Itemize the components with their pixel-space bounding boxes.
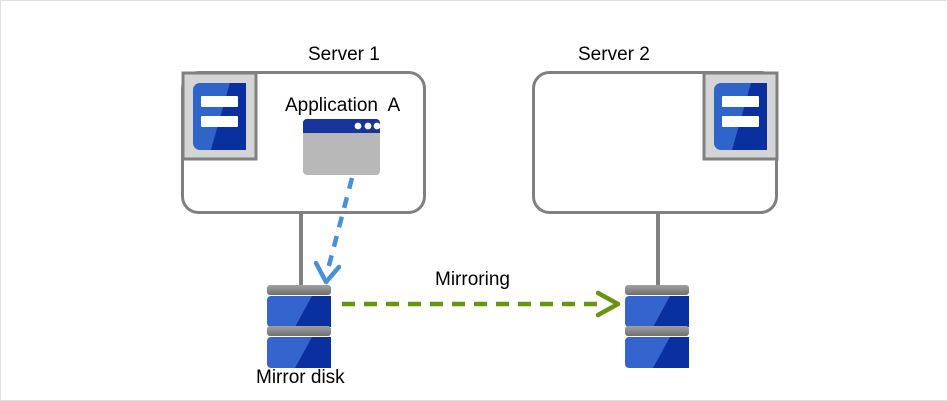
server2-title: Server 2 <box>578 44 650 65</box>
server1-machine-icon <box>181 71 258 161</box>
disk-icon-2[interactable] <box>625 285 689 368</box>
disk-icon-1[interactable] <box>267 285 331 368</box>
server2-machine-icon <box>702 71 779 161</box>
application-a-label: Application A <box>285 95 401 116</box>
application-window-icon <box>303 119 381 175</box>
window-dot-1 <box>354 122 362 130</box>
window-dot-2 <box>364 122 372 130</box>
mirror-disk-label: Mirror disk <box>256 367 345 388</box>
mirroring-arrow <box>342 290 621 318</box>
server1-title: Server 1 <box>308 44 380 65</box>
mirroring-label: Mirroring <box>435 269 510 290</box>
app-write-arrow <box>313 177 355 285</box>
window-dot-3 <box>373 122 381 130</box>
